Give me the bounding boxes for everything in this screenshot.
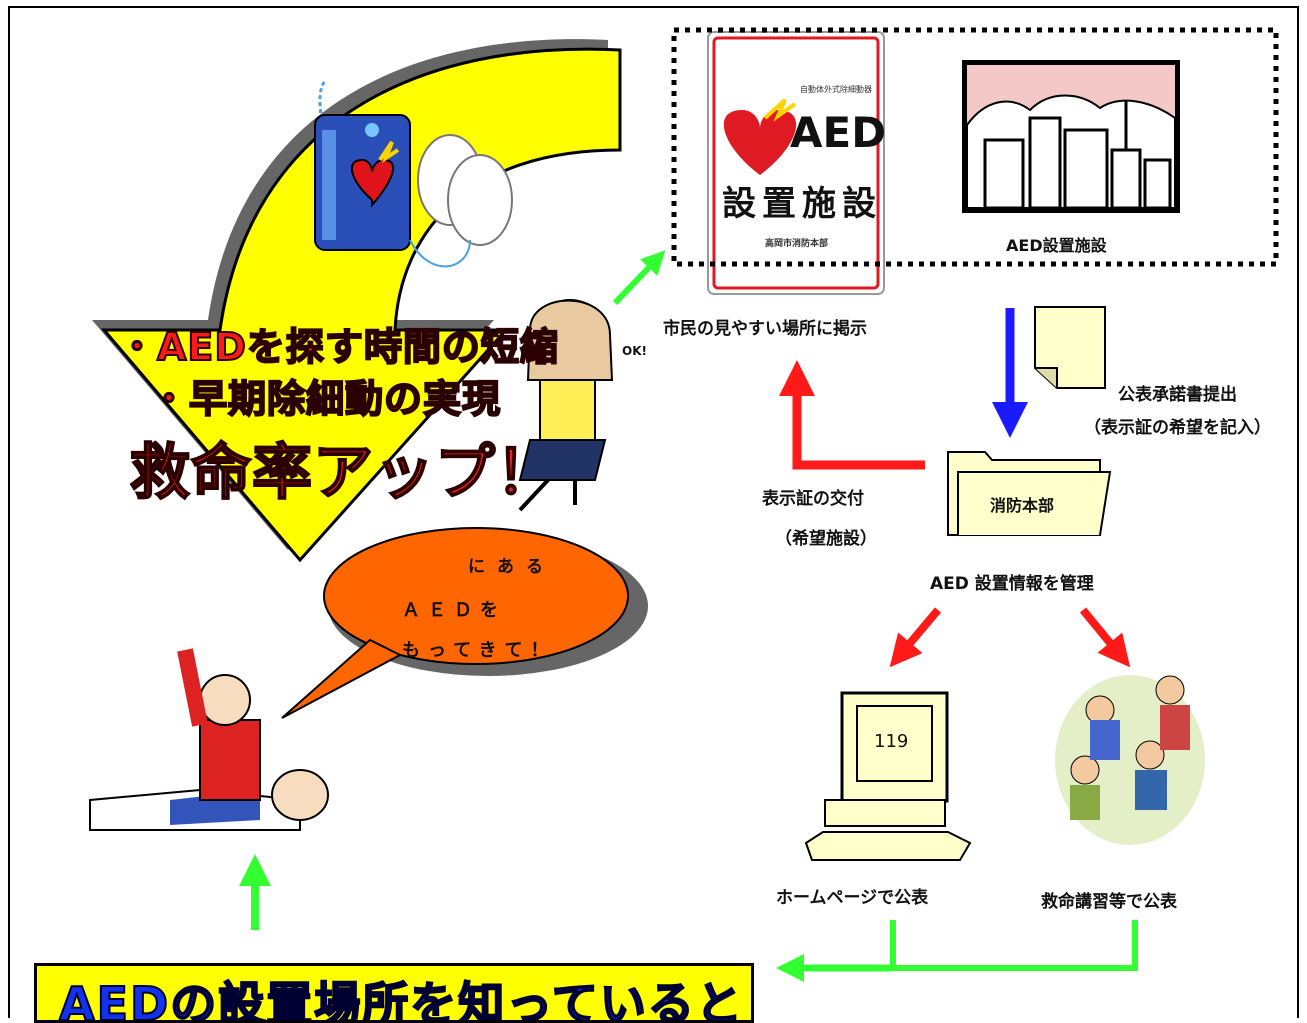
building-caption: AED設置施設 [1006,236,1107,255]
sign-small-bottom: 高岡市消防本部 [765,239,829,249]
folder-icon [947,451,1112,536]
dotted-facility-frame [671,27,1279,267]
bubble-line3: もってきて！ [402,640,557,661]
arrow-issue-sign [779,360,925,470]
girl-exclaim: OK! [622,344,647,358]
bubble-line2: ＡＥＤを [402,600,506,621]
sign-brand: AED [790,108,887,157]
banner-text: AEDの設置場所を知っていると [58,976,744,1023]
benefit-line3: 救命率アップ！ [129,437,557,509]
arrow-to-training [1079,607,1131,668]
flow-arrows [239,250,1138,982]
girl-illustration [518,299,614,512]
speech-bubble [281,527,648,719]
issue-note: （希望施設） [775,529,877,549]
benefit-line1: ・AEDを探す時間の短縮 [117,324,559,370]
document-caption: 公表承諾書提出 [1118,385,1237,405]
fallen-boy-illustration [89,648,329,831]
folder-label: 消防本部 [990,496,1055,515]
aed-device-illustration [314,78,513,268]
aed-sign-card [707,31,885,295]
building-picture [962,60,1180,213]
sign-small-top: 自動体外式除細動器 [800,85,872,94]
issue-caption: 表示証の交付 [762,489,864,509]
homepage-caption: ホームページで公表 [776,888,929,908]
arrow-girl-to-sign [612,250,666,306]
sign-line1: 設置施設 [722,184,882,224]
document-icon [1034,306,1106,389]
computer-screen-text: 119 [874,731,909,752]
manage-caption: AED 設置情報を管理 [930,574,1094,594]
bottom-banner: AEDの設置場所を知っていると [34,963,754,1023]
training-group-illustration [1055,675,1205,845]
diagram-frame [8,6,1299,1018]
connector-publish [890,920,1138,971]
arrow-to-homepage [889,607,942,668]
computer-illustration [804,691,972,861]
post-caption: 市民の見やすい場所に掲示 [663,319,867,339]
training-caption: 救命講習等で公表 [1041,892,1177,912]
bubble-line1: にある [468,557,555,577]
document-note: （表示証の希望を記入） [1084,418,1271,438]
benefit-line2: ・早期除細動の実現 [149,376,502,422]
